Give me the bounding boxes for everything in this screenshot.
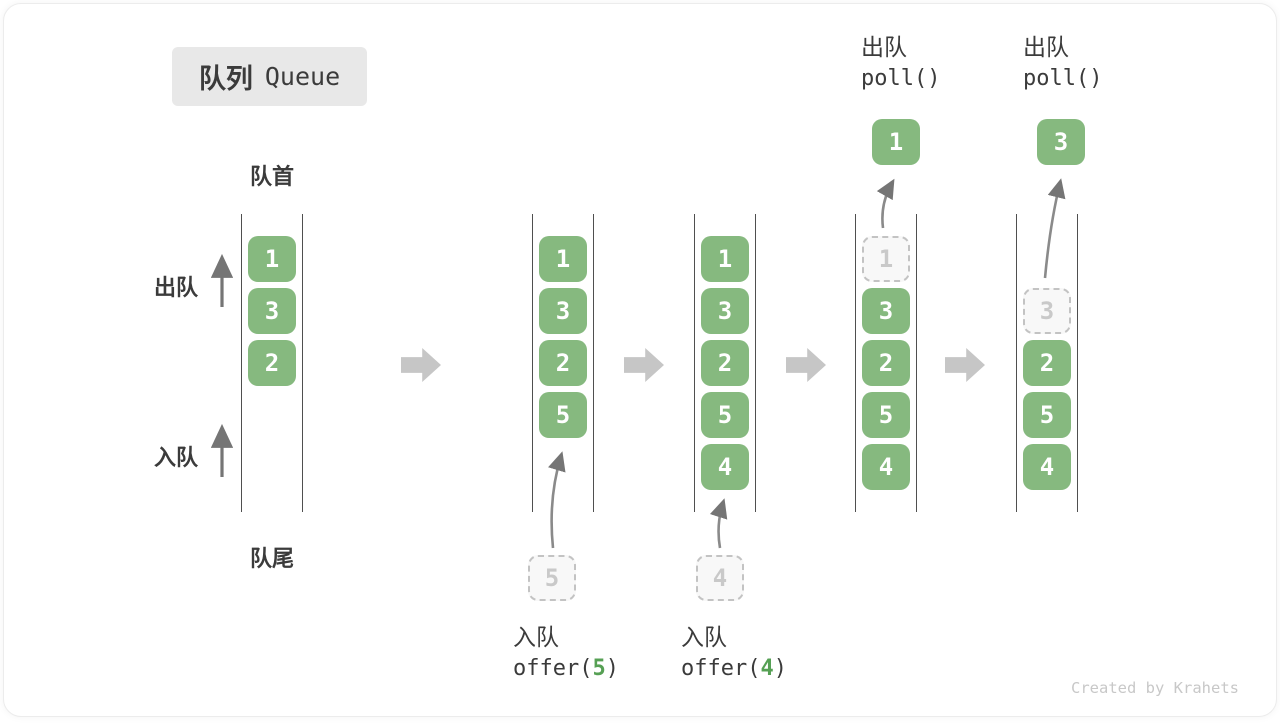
next-state-arrow-icon bbox=[624, 348, 664, 382]
queue-cell: 2 bbox=[248, 340, 296, 386]
queue-cell: 1 bbox=[701, 236, 749, 282]
queue-cell: 3 bbox=[862, 288, 910, 334]
dequeued-cell: 3 bbox=[1037, 119, 1085, 165]
queue-cell: 1 bbox=[539, 236, 587, 282]
queue-cell: 1 bbox=[248, 236, 296, 282]
pending-cell: 5 bbox=[528, 555, 576, 601]
op-dequeue-1-label: 出队 bbox=[861, 34, 907, 60]
channel-left-line bbox=[694, 214, 696, 512]
next-state-arrow-icon bbox=[401, 348, 441, 382]
op-enqueue-4: 入队 offer(4) bbox=[681, 622, 787, 686]
channel-right-line bbox=[1076, 214, 1078, 512]
watermark: Created by Krahets bbox=[1071, 679, 1239, 697]
channel-right-line bbox=[915, 214, 917, 512]
code-text: ) bbox=[773, 656, 787, 681]
queue-cell: 4 bbox=[701, 444, 749, 490]
next-state-arrow-icon bbox=[945, 348, 985, 382]
queue-state-2: 1 3 2 5 5 bbox=[528, 214, 594, 601]
channel-left-line bbox=[532, 214, 534, 512]
queue-cell: 2 bbox=[701, 340, 749, 386]
channel-left-line bbox=[855, 214, 857, 512]
queue-cell: 3 bbox=[701, 288, 749, 334]
op-dequeue-3: 出队 poll() bbox=[1023, 32, 1102, 96]
op-enqueue-5-label: 入队 bbox=[513, 624, 559, 650]
op-enqueue-5-code: offer(5) bbox=[513, 652, 619, 686]
queue-state-3: 1 3 2 5 4 4 bbox=[694, 214, 756, 601]
code-arg: 4 bbox=[760, 656, 774, 681]
queue-cell: 3 bbox=[539, 288, 587, 334]
op-enqueue-5: 入队 offer(5) bbox=[513, 622, 619, 686]
channel-left-line bbox=[241, 214, 243, 512]
removed-cell: 3 bbox=[1023, 288, 1071, 334]
queue-state-1: 1 3 2 bbox=[241, 214, 303, 512]
next-state-arrow-icon bbox=[786, 348, 826, 382]
queue-cell: 5 bbox=[862, 392, 910, 438]
queue-cell: 4 bbox=[1023, 444, 1071, 490]
title-zh: 队列 bbox=[198, 64, 253, 94]
channel-right-line bbox=[754, 214, 756, 512]
op-enqueue-4-code: offer(4) bbox=[681, 652, 787, 686]
queue-cell: 5 bbox=[1023, 392, 1071, 438]
queue-cell: 3 bbox=[248, 288, 296, 334]
op-dequeue-1-code: poll() bbox=[861, 66, 941, 91]
code-text: ) bbox=[605, 656, 619, 681]
queue-cell: 5 bbox=[701, 392, 749, 438]
label-queue-front: 队首 bbox=[249, 164, 294, 189]
label-queue-rear: 队尾 bbox=[249, 546, 294, 571]
channel-left-line bbox=[1016, 214, 1018, 512]
channel-right-line bbox=[301, 214, 303, 512]
title-en: Queue bbox=[264, 62, 341, 91]
removed-cell: 1 bbox=[862, 236, 910, 282]
label-enqueue-direction: 入队 bbox=[154, 445, 199, 470]
queue-state-4: 1 3 2 5 4 1 bbox=[855, 119, 920, 512]
op-dequeue-3-code: poll() bbox=[1023, 66, 1103, 91]
queue-cell: 4 bbox=[862, 444, 910, 490]
queue-state-5: 3 2 5 4 3 bbox=[1016, 119, 1085, 512]
op-dequeue-3-label: 出队 bbox=[1023, 34, 1069, 60]
pending-cell: 4 bbox=[696, 555, 744, 601]
code-text: offer( bbox=[681, 656, 761, 681]
channel-right-line bbox=[592, 214, 594, 512]
op-dequeue-1: 出队 poll() bbox=[861, 32, 940, 96]
dequeued-cell: 1 bbox=[872, 119, 920, 165]
queue-cell: 2 bbox=[1023, 340, 1071, 386]
diagram-card: 队列 Queue 队首 队尾 出队 入队 1 3 2 1 3 2 5 5 1 3… bbox=[3, 3, 1277, 717]
queue-cell: 2 bbox=[862, 340, 910, 386]
code-arg: 5 bbox=[592, 656, 606, 681]
queue-cell: 5 bbox=[539, 392, 587, 438]
code-text: offer( bbox=[513, 656, 593, 681]
queue-cell: 2 bbox=[539, 340, 587, 386]
label-dequeue-direction: 出队 bbox=[154, 275, 199, 300]
op-enqueue-4-label: 入队 bbox=[681, 624, 727, 650]
title-box: 队列 Queue bbox=[172, 47, 367, 106]
